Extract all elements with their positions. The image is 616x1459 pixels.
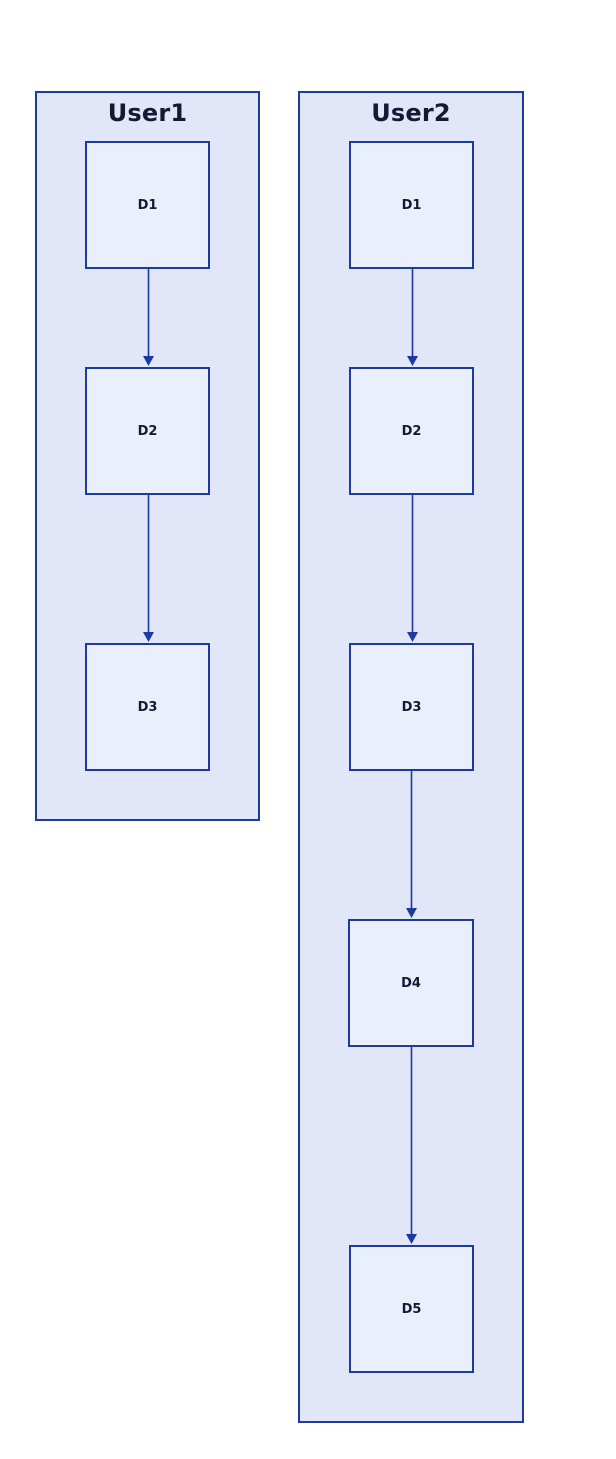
node-user2-d2[interactable]: D2 [349,367,474,495]
node-user2-d4[interactable]: D4 [348,919,474,1047]
node-user2-d3[interactable]: D3 [349,643,474,771]
swimlane-title: User2 [371,99,451,127]
node-label: D1 [401,197,422,213]
node-user2-d1[interactable]: D1 [349,141,474,269]
node-label: D2 [137,423,158,439]
node-label: D2 [401,423,422,439]
swimlane-title: User1 [107,99,188,127]
node-user1-d1[interactable]: D1 [85,141,210,269]
node-label: D3 [401,699,422,715]
node-label: D5 [401,1301,422,1317]
node-user1-d3[interactable]: D3 [85,643,210,771]
node-user2-d5[interactable]: D5 [349,1245,474,1373]
node-label: D1 [137,197,158,213]
node-user1-d2[interactable]: D2 [85,367,210,495]
node-label: D3 [137,699,158,715]
node-label: D4 [401,975,421,991]
